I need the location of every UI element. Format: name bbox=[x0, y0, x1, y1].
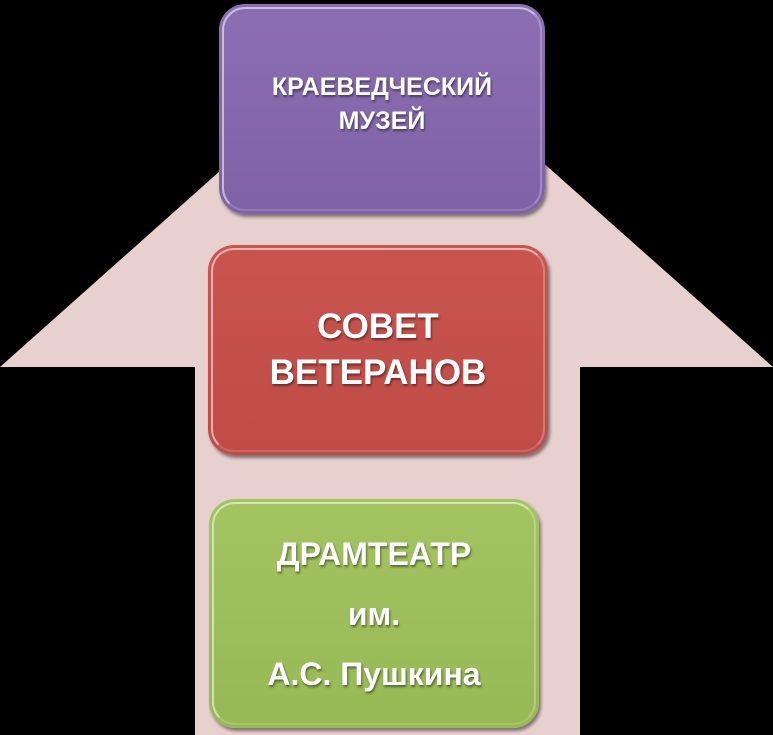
museum-line-1: КРАЕВЕДЧЕСКИЙ bbox=[271, 73, 493, 101]
theatre-box: ДРАМТЕАТР им. А.С. Пушкина bbox=[209, 499, 539, 728]
theatre-line-1: ДРАМТЕАТР bbox=[276, 535, 472, 572]
theatre-line-2: им. bbox=[347, 595, 401, 632]
museum-box: КРАЕВЕДЧЕСКИЙ МУЗЕЙ bbox=[219, 4, 545, 214]
museum-line-2: МУЗЕЙ bbox=[338, 107, 426, 135]
theatre-line-3: А.С. Пушкина bbox=[267, 655, 481, 692]
veterans-box: СОВЕТ ВЕТЕРАНОВ bbox=[208, 245, 548, 455]
veterans-line-1: СОВЕТ bbox=[317, 307, 439, 346]
veterans-line-2: ВЕТЕРАНОВ bbox=[269, 353, 487, 392]
